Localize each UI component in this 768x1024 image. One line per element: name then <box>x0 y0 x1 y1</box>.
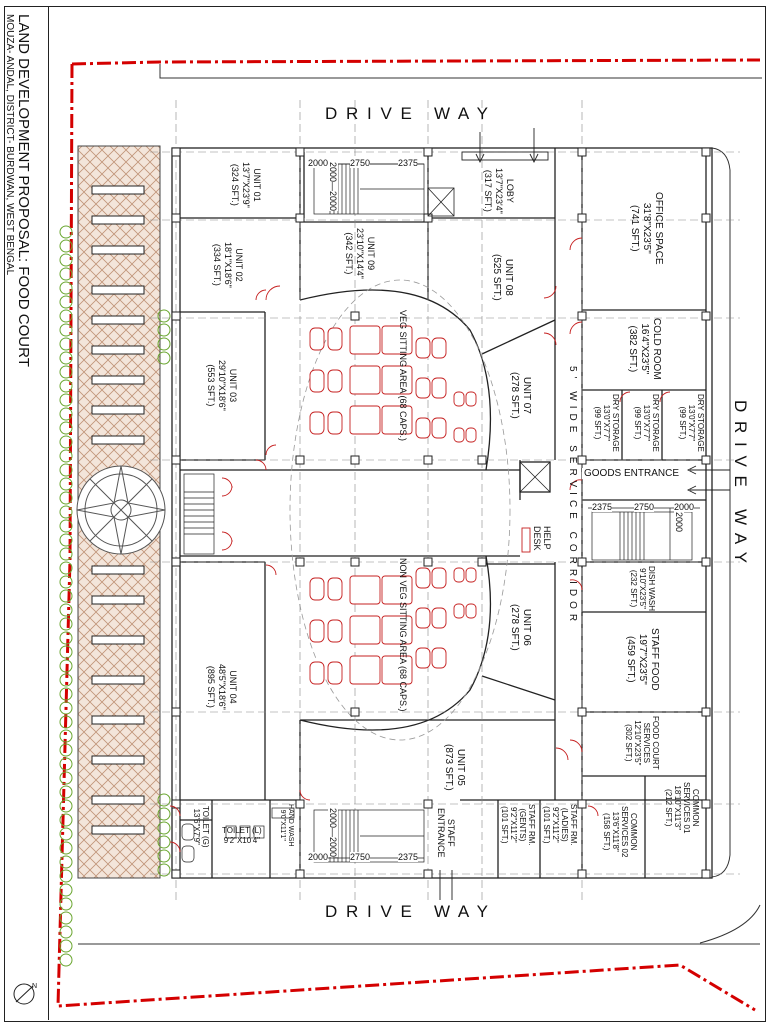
dim-top-2375: 2375 <box>398 158 419 168</box>
staircase-left <box>183 473 215 555</box>
entrance-arrows <box>439 128 730 900</box>
unit-08-label: UNIT 08(525 SFT.) <box>491 254 514 301</box>
dim-bottom-2000: 2000 <box>308 852 329 862</box>
dim-top-v-2000: 2000—2000 <box>328 162 338 212</box>
fountain-icon <box>76 465 166 555</box>
staff-room-ladies-label: STAFF RM.(LADIES)9'2"X11'2"(101 SFT.) <box>542 804 578 846</box>
north-arrow-icon: N <box>13 983 37 1005</box>
dim-bottom-v-2000: 2000—2000 <box>328 808 338 858</box>
furniture <box>309 325 477 685</box>
veg-sitting-label: VEG SITTING AREA (68 CAPS.) <box>398 310 408 442</box>
dim-right-2750: 2750 <box>634 502 655 512</box>
north-label: N <box>32 983 37 990</box>
tree-row <box>59 225 171 967</box>
unit-06-label: UNIT 06(278 SFT.) <box>509 604 532 651</box>
driveway-right-label: D R I V E W A Y <box>731 400 750 566</box>
dim-top-2750: 2750 <box>350 158 371 168</box>
goods-entrance-label: GOODS ENTRANCE <box>582 468 682 479</box>
site-boundary <box>71 58 761 66</box>
dim-top-2000: 2000 <box>308 158 329 168</box>
dim-bottom-2750: 2750 <box>350 852 371 862</box>
building-walls <box>171 147 713 879</box>
staff-room-gents-label: STAFF RM.(GENTS)9'2"X11'2"(101 SFT.) <box>500 804 536 846</box>
driveway-top-label: D R I V E W A Y <box>325 104 491 123</box>
toilet-ladies-label: TOILET (L)9'2"X10'4" <box>222 826 262 845</box>
sheet-border <box>4 6 766 1022</box>
title-strip-divider <box>48 6 49 1020</box>
doors <box>169 237 671 853</box>
toilet-gents-label: TOILET (G)13'6"X7'9" <box>192 806 210 848</box>
site-boundary-left <box>56 63 756 1012</box>
dim-bottom-2375: 2375 <box>398 852 419 862</box>
lift-icon <box>427 187 551 493</box>
nonveg-sitting-label: NON VEG SITTING AREA (68 CAPS.) <box>398 558 408 712</box>
seating-arc <box>299 289 492 471</box>
dim-right-2000: 2000 <box>674 502 695 512</box>
unit-05-label: UNIT 05(873 SFT.) <box>443 744 466 791</box>
dim-right-v-2000: 2000 <box>674 512 684 533</box>
driveway-bottom-label: D R I V E W A Y <box>325 902 491 921</box>
dim-right-2375: 2375 <box>592 502 613 512</box>
unit-07-label: UNIT 07(278 SFT.) <box>509 372 532 419</box>
service-corridor-label: 5' WIDE SERVICE CORRIDOR <box>567 366 578 627</box>
